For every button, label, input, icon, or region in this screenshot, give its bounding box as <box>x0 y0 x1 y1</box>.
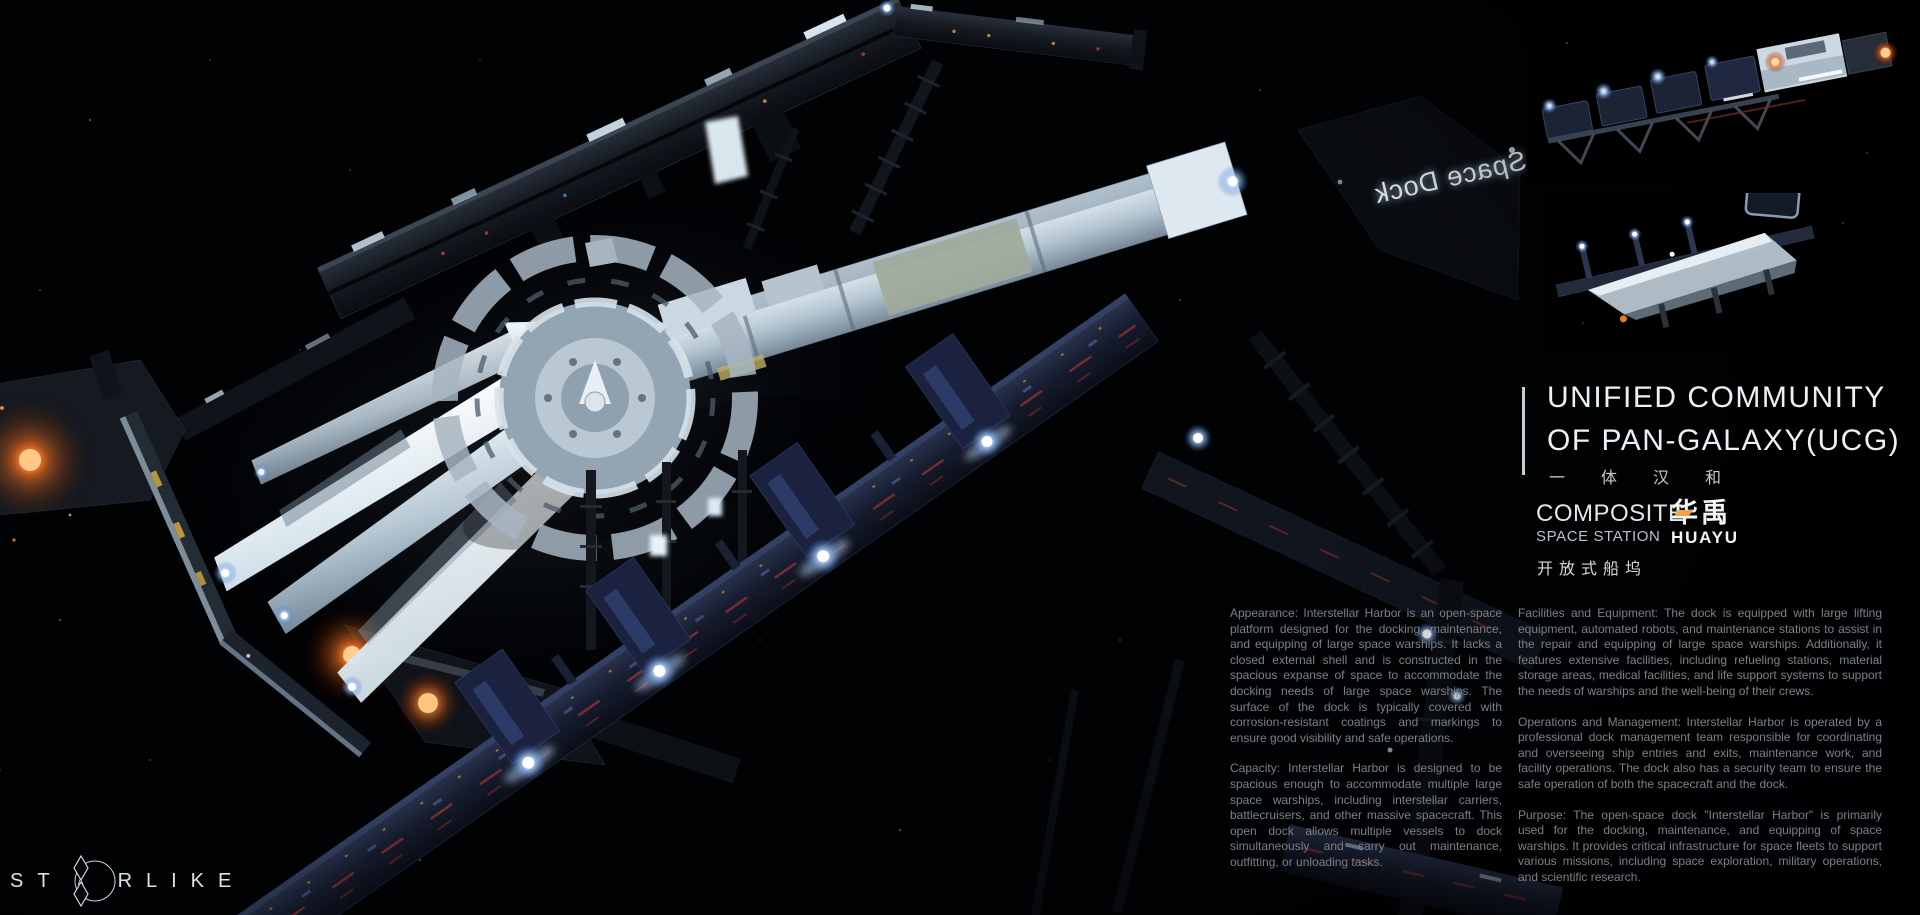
station-class-block: COMPOSITE SPACE STATION <box>1536 501 1685 546</box>
station-class-secondary: SPACE STATION <box>1536 528 1661 545</box>
render-thumbnail-top[interactable] <box>1527 13 1907 183</box>
paragraph-operations: Operations and Management: Interstellar … <box>1518 714 1882 791</box>
starlike-wordmark-right: RLIKE <box>117 869 246 892</box>
render-thumbnail-bottom[interactable] <box>1543 193 1878 351</box>
paragraph-appearance: Appearance: Interstellar Harbor is an op… <box>1230 606 1502 745</box>
dock-type-chinese: 开放式船坞 <box>1537 561 1648 578</box>
paragraph-facilities: Facilities and Equipment: The dock is eq… <box>1518 606 1882 698</box>
title-line1: UNIFIED COMMUNITY <box>1547 381 1886 414</box>
title-accent-bar <box>1522 387 1525 475</box>
description-column-left: Appearance: Interstellar Harbor is an op… <box>1230 606 1502 886</box>
thumbnail-top-art <box>1527 13 1907 183</box>
starlike-mark-icon: A <box>72 854 116 908</box>
description-column-right: Facilities and Equipment: The dock is eq… <box>1518 606 1882 901</box>
huayu-logo-latin: HUAYU <box>1671 528 1739 547</box>
thumbnail-bottom-art <box>1543 193 1878 351</box>
page-title: UNIFIED COMMUNITY OF PAN-GALAXY(UCG) <box>1547 376 1900 462</box>
paragraph-purpose: Purpose: The open-space dock "Interstell… <box>1518 807 1882 884</box>
huayu-brand-logo: 华禹 HUAYU <box>1671 499 1751 547</box>
starlike-wordmark-left: ST <box>10 869 64 892</box>
starlike-mark-letter: A <box>77 877 83 887</box>
paragraph-capacity: Capacity: Interstellar Harbor is designe… <box>1230 761 1502 869</box>
station-class-primary: COMPOSITE <box>1536 500 1685 527</box>
title-chinese: 一体汉和 <box>1549 470 1758 487</box>
title-line2: OF PAN-GALAXY(UCG) <box>1547 424 1901 457</box>
starlike-logo: ST A RLIKE <box>10 854 245 908</box>
